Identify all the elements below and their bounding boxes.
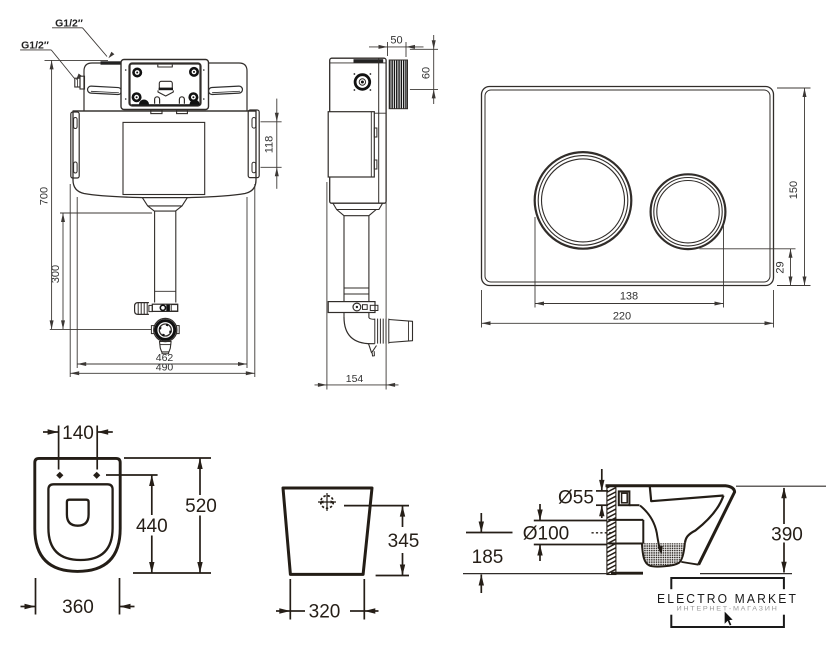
svg-text:320: 320: [309, 602, 341, 623]
svg-text:50: 50: [390, 35, 402, 47]
svg-text:154: 154: [346, 373, 364, 385]
svg-text:G1/2″: G1/2″: [55, 18, 83, 30]
svg-text:138: 138: [620, 291, 638, 303]
svg-text:185: 185: [472, 547, 504, 568]
svg-text:Ø55: Ø55: [558, 488, 594, 509]
svg-text:G1/2″: G1/2″: [21, 40, 49, 52]
svg-text:220: 220: [613, 310, 631, 322]
svg-text:118: 118: [264, 136, 276, 154]
svg-text:Ø100: Ø100: [523, 524, 569, 545]
svg-text:29: 29: [775, 261, 787, 273]
svg-text:520: 520: [185, 496, 217, 517]
svg-text:ИНТЕРНЕТ-МАГАЗИН: ИНТЕРНЕТ-МАГАЗИН: [677, 607, 779, 613]
svg-text:440: 440: [136, 516, 168, 537]
svg-text:390: 390: [771, 525, 803, 546]
svg-text:300: 300: [50, 265, 62, 283]
svg-text:700: 700: [39, 187, 51, 205]
svg-text:ELECTRO MARKET: ELECTRO MARKET: [657, 592, 798, 606]
svg-text:462: 462: [156, 352, 174, 364]
svg-text:60: 60: [421, 67, 433, 79]
svg-text:140: 140: [62, 423, 94, 444]
svg-text:345: 345: [388, 531, 420, 552]
svg-text:360: 360: [62, 597, 94, 618]
svg-text:150: 150: [788, 181, 800, 199]
svg-text:490: 490: [156, 362, 174, 374]
